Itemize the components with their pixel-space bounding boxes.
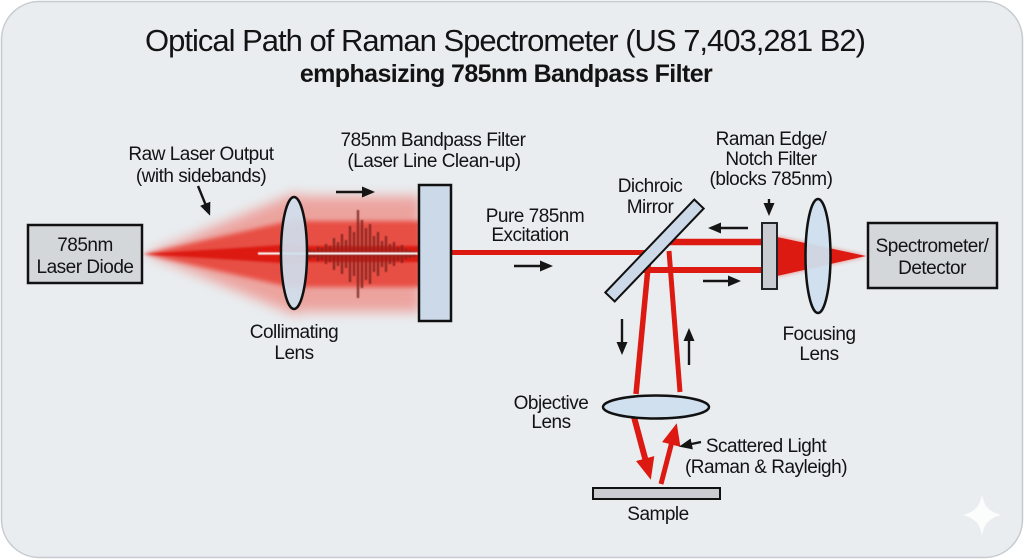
bandpass-filter-label-2: (Laser Line Clean-up) xyxy=(347,151,520,172)
raw-output-label-2: (with sidebands) xyxy=(136,166,267,187)
pure-excitation-label-1: Pure 785nm xyxy=(486,206,585,227)
dichroic-mirror-shape xyxy=(603,198,706,303)
notch-filter-label-3: (blocks 785nm) xyxy=(710,169,833,190)
focusing-lens-label-2: Lens xyxy=(799,344,838,365)
objective-lens-shape xyxy=(601,394,711,420)
focusing-lens-label-1: Focusing xyxy=(782,324,855,345)
notch-filter-label-2: Notch Filter xyxy=(725,149,817,170)
diagram-subtitle: emphasizing 785nm Bandpass Filter xyxy=(300,60,713,88)
scattered-light-label-1: Scattered Light xyxy=(706,436,828,457)
dichroic-mirror-label-1: Dichroic xyxy=(618,176,683,197)
scattered-light-label-2: (Raman & Rayleigh) xyxy=(685,457,847,478)
focusing-lens-shape xyxy=(804,197,832,315)
laser-diode-label-2: Laser Diode xyxy=(37,257,134,278)
raw-output-pointer-icon xyxy=(196,185,211,216)
scattered-light-pointer-icon xyxy=(679,438,702,450)
spectrometer-label-2: Detector xyxy=(898,258,967,279)
pure-excitation-label-2: Excitation xyxy=(491,225,568,246)
focused-beam-to-sample xyxy=(631,416,655,480)
diagram-title: Optical Path of Raman Spectrometer (US 7… xyxy=(145,23,865,58)
sample-shape xyxy=(592,487,721,500)
excitation-down-beam xyxy=(633,256,652,395)
objective-lens-label-1: Objective xyxy=(514,393,589,414)
collimating-lens-label-1: Collimating xyxy=(250,322,338,343)
sample-label: Sample xyxy=(627,504,688,525)
bandpass-filter-label-1: 785nm Bandpass Filter xyxy=(341,130,527,151)
bandpass-filter-shape xyxy=(417,183,453,323)
spectrometer-label-1: Spectrometer/ xyxy=(876,236,990,257)
objective-lens-label-2: Lens xyxy=(531,412,570,433)
spectrometer-box xyxy=(866,221,999,290)
dichroic-mirror-label-2: Mirror xyxy=(627,197,675,218)
notch-filter-shape xyxy=(761,222,778,290)
laser-diode-box xyxy=(26,223,144,285)
notch-filter-label-1: Raman Edge/ xyxy=(716,129,828,150)
laser-diode-label-1: 785nm xyxy=(57,235,113,256)
collimating-lens-label-2: Lens xyxy=(274,343,313,364)
raw-output-label-1: Raw Laser Output xyxy=(128,144,274,165)
collimating-lens-shape xyxy=(279,195,309,311)
scattered-beam-from-sample xyxy=(658,423,681,485)
scattered-up-beam xyxy=(666,250,683,393)
sparkle-icon xyxy=(963,494,1001,536)
